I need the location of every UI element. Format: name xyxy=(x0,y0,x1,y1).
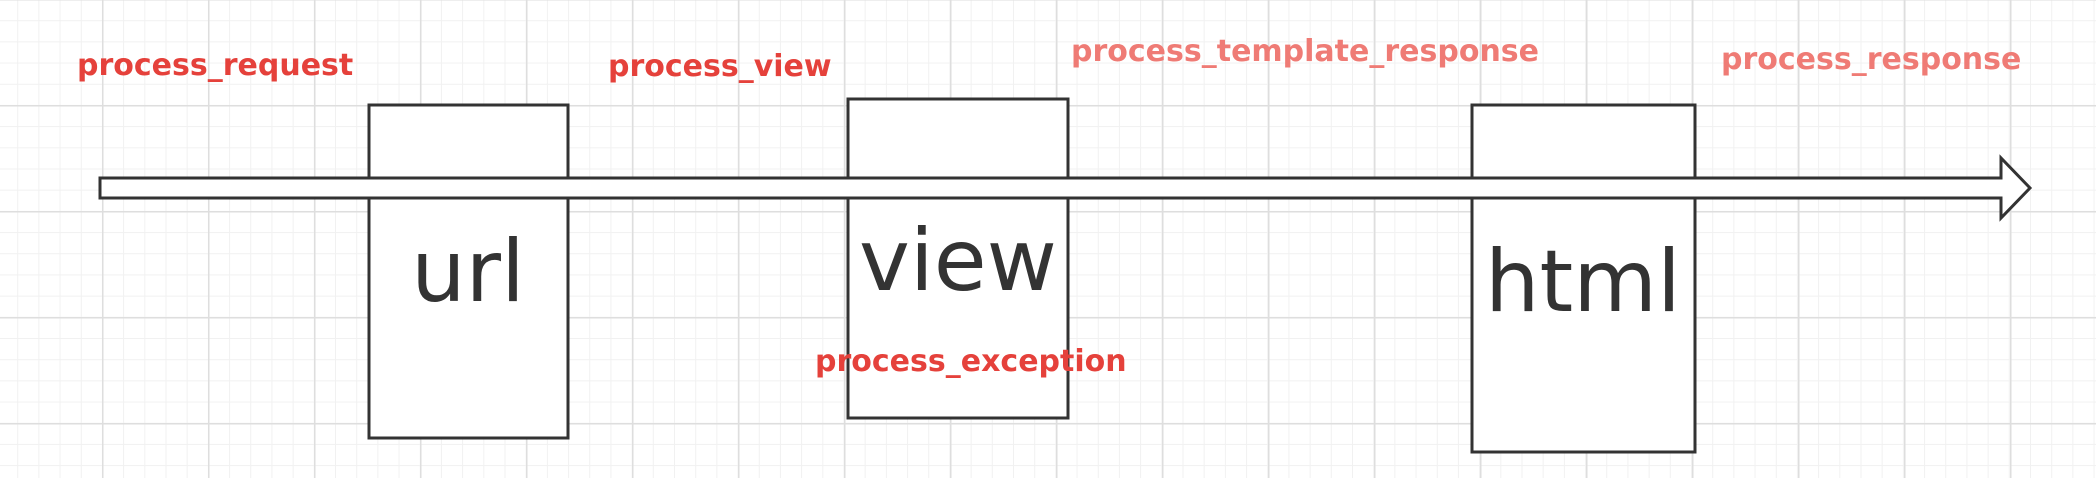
hook-process-template-response-label: process_template_response xyxy=(1071,34,1539,69)
flow-arrow xyxy=(98,154,2033,222)
hook-process-exception-label: process_exception xyxy=(815,344,1127,379)
stage-view-label: view xyxy=(859,211,1057,311)
stage-view-box xyxy=(846,97,1070,420)
stage-url-box xyxy=(367,103,570,440)
hook-process-view-label: process_view xyxy=(608,49,832,84)
stage-html-label: html xyxy=(1485,232,1681,332)
hook-process-request-label: process_request xyxy=(77,48,353,83)
stage-url xyxy=(367,103,570,440)
stage-view xyxy=(846,97,1070,420)
stage-html xyxy=(1470,103,1697,454)
stage-html-box xyxy=(1470,103,1697,454)
hook-process-response-label: process_response xyxy=(1721,42,2021,77)
stage-url-label: url xyxy=(411,222,525,322)
